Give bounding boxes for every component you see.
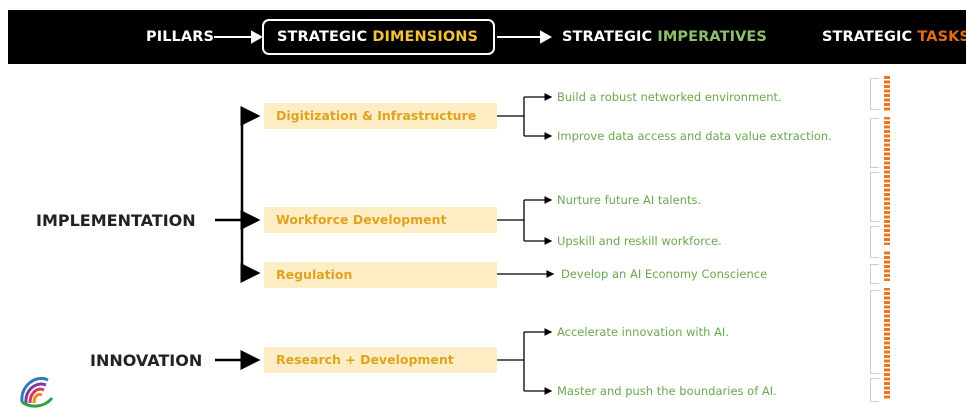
imperative-data-access: Improve data access and data value extra… <box>557 129 832 143</box>
task-bracket <box>870 226 879 258</box>
pillar-innovation: INNOVATION <box>90 351 203 370</box>
pillar-implementation: IMPLEMENTATION <box>36 211 196 230</box>
task-bracket <box>870 290 879 374</box>
task-bracket <box>870 118 879 168</box>
imperative-branches <box>497 93 555 395</box>
dimension-digitization-infrastructure: Digitization & Infrastructure <box>264 103 497 129</box>
header-strategic-imperatives: STRATEGIC IMPERATIVES <box>562 27 767 47</box>
header-strategic-dimensions-box: STRATEGIC DIMENSIONS <box>262 19 495 55</box>
header-imperatives-highlight: IMPERATIVES <box>657 29 767 45</box>
task-bracket <box>870 264 879 284</box>
header-strategic-tasks: STRATEGIC TASKS <box>822 27 966 47</box>
header-dimensions-highlight: DIMENSIONS <box>372 29 479 45</box>
header-strategic-dimensions: STRATEGIC DIMENSIONS <box>277 27 478 47</box>
imperative-ai-economy-conscience: Develop an AI Economy Conscience <box>561 267 768 281</box>
header-dimensions-word: STRATEGIC <box>277 29 368 45</box>
task-bracket <box>870 172 879 222</box>
imperative-ai-talents: Nurture future AI talents. <box>557 193 702 207</box>
imperative-upskill-reskill: Upskill and reskill workforce. <box>557 234 722 248</box>
header-imperatives-word: STRATEGIC <box>562 29 653 45</box>
dimension-regulation: Regulation <box>264 262 497 288</box>
imperative-networked-environment: Build a robust networked environment. <box>557 90 782 104</box>
header-tasks-word: STRATEGIC <box>822 29 913 45</box>
task-bracket <box>870 378 879 402</box>
dimension-research-development: Research + Development <box>264 347 497 373</box>
spiral-rainbow-logo-icon <box>20 377 54 408</box>
task-bracket <box>870 78 879 110</box>
imperative-push-boundaries: Master and push the boundaries of AI. <box>557 384 777 398</box>
header-arrows <box>214 30 553 44</box>
imperative-accelerate-innovation: Accelerate innovation with AI. <box>557 325 729 339</box>
task-markers <box>884 76 890 400</box>
implementation-tree <box>215 106 261 283</box>
header-pillars: PILLARS <box>146 29 215 45</box>
dimension-workforce-development: Workforce Development <box>264 207 497 233</box>
header-tasks-highlight: TASKS <box>917 29 966 45</box>
